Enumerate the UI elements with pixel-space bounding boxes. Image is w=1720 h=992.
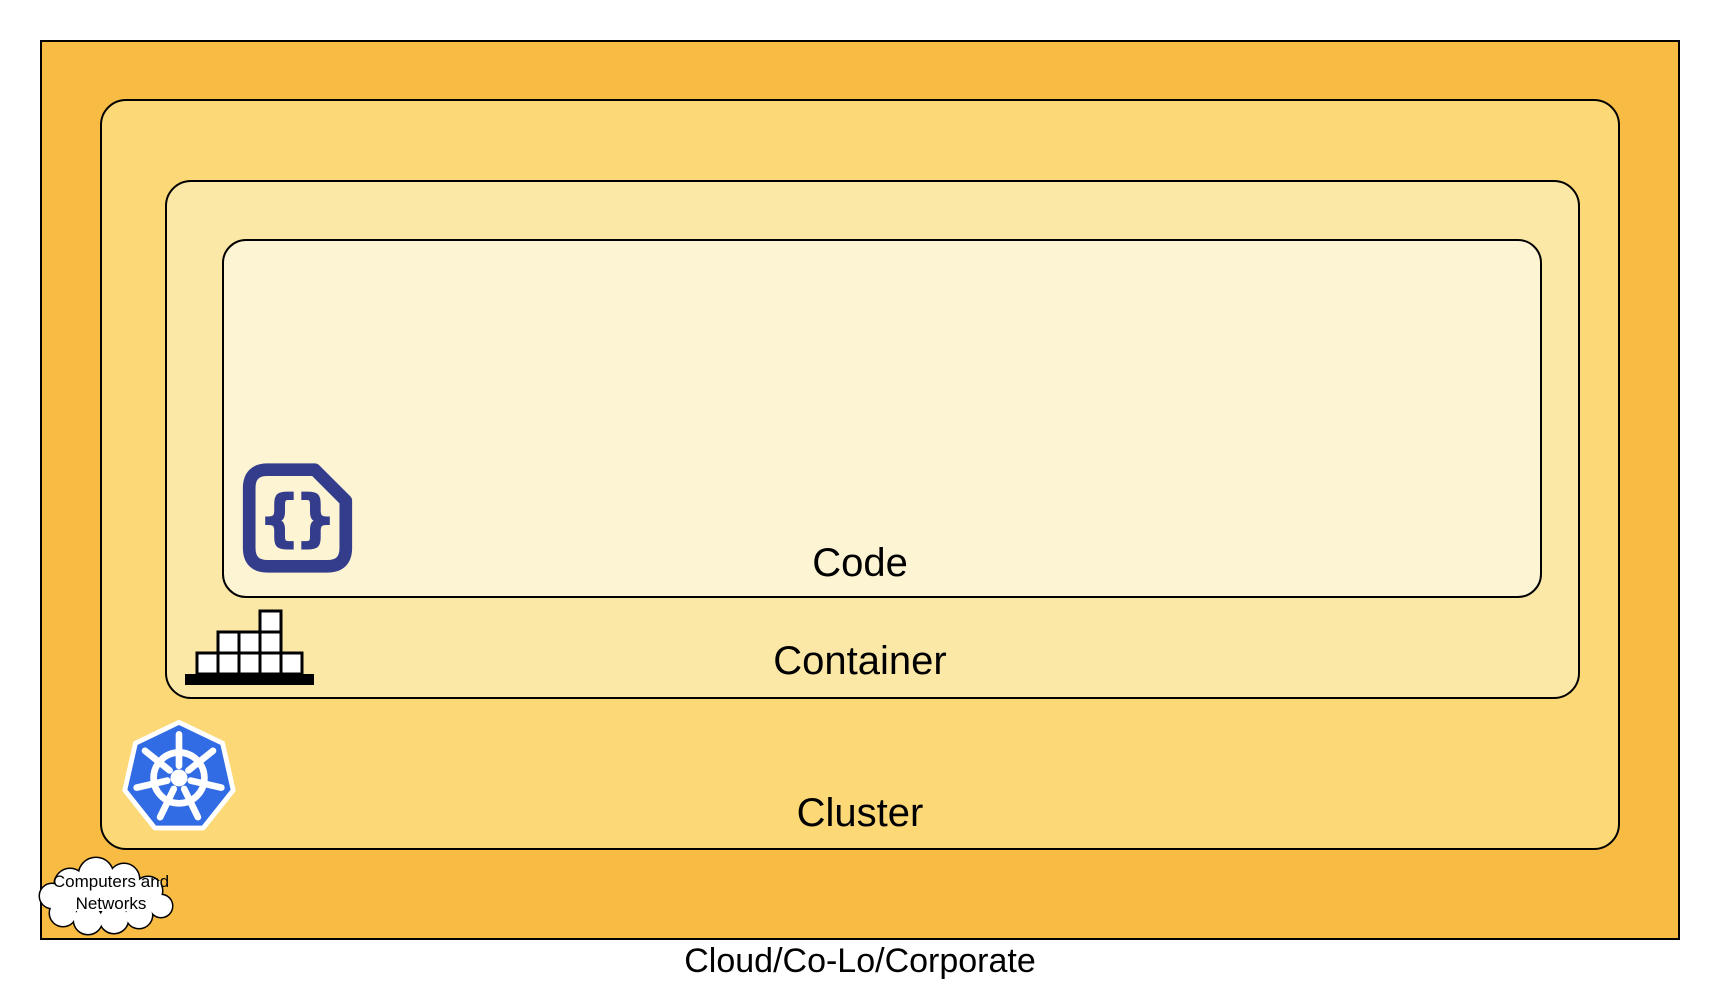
layer-code-box <box>222 239 1542 598</box>
cloud-callout-line1: Computers and <box>52 872 170 891</box>
label-code: Code <box>812 541 908 585</box>
label-cloud-datacenter-line1: Cloud/Co-Lo/Corporate <box>684 942 1036 980</box>
container-blocks-icon <box>183 608 316 686</box>
cloud-icon: Computers and Networks <box>36 851 186 939</box>
label-container: Container <box>773 639 947 683</box>
cloud-callout-text: Computers and Networks <box>36 871 186 915</box>
code-file-icon: {} <box>240 458 355 578</box>
kubernetes-icon <box>118 715 240 836</box>
helm-wheel <box>133 731 225 821</box>
label-cloud-datacenter: Cloud/Co-Lo/Corporate Datacenter <box>0 866 1720 992</box>
cloud-callout-line2: Networks <box>75 894 147 913</box>
label-cluster: Cluster <box>796 791 924 835</box>
code-braces-glyph: {} <box>261 484 333 554</box>
